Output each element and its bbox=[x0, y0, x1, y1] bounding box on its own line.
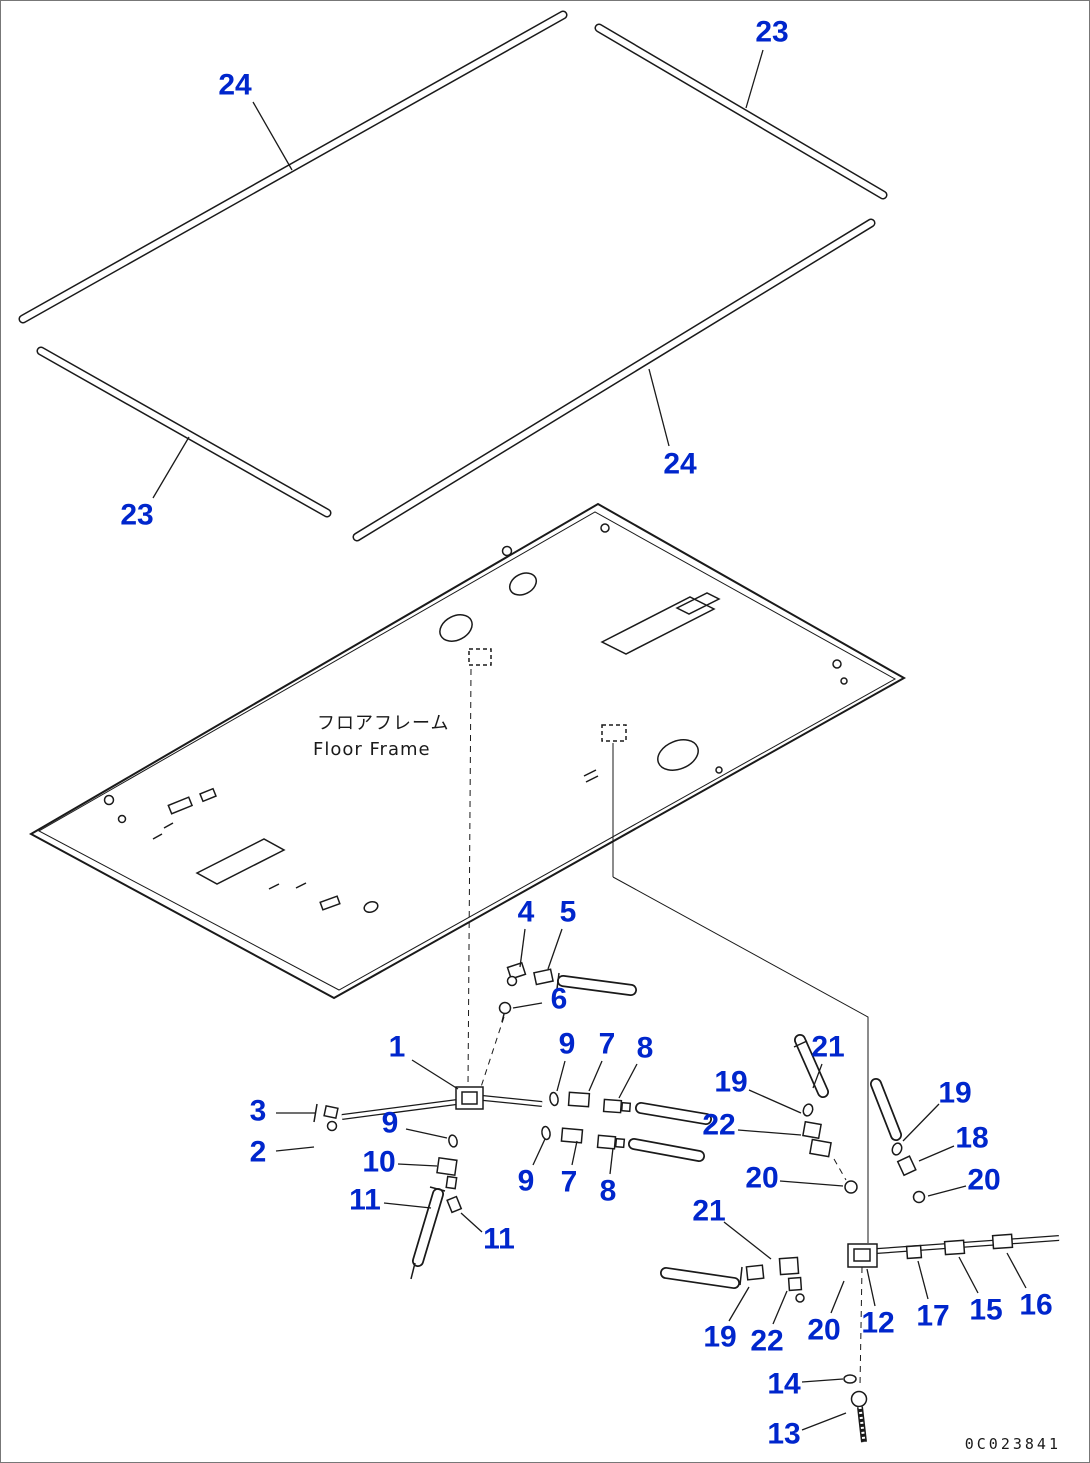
leader-line-17 bbox=[917, 1260, 929, 1300]
leader-line-19 bbox=[902, 1103, 940, 1142]
callout-1: 1 bbox=[389, 1031, 406, 1064]
drawing-number: 0C023841 bbox=[965, 1435, 1061, 1453]
callout-19: 19 bbox=[938, 1077, 971, 1110]
fitting-group-bottom bbox=[660, 1233, 1060, 1443]
leader-line-7 bbox=[588, 1060, 603, 1092]
leader-line-11 bbox=[383, 1202, 432, 1209]
callout-21: 21 bbox=[811, 1031, 844, 1064]
floor-frame-label-jp: フロアフレーム bbox=[317, 713, 449, 734]
seal-strip-23-left bbox=[36, 346, 332, 518]
leader-line-8 bbox=[609, 1147, 614, 1175]
leader-line-22 bbox=[772, 1290, 788, 1325]
seal-strip-24-rear bbox=[352, 218, 876, 542]
callout-12: 12 bbox=[861, 1307, 894, 1340]
callout-9: 9 bbox=[559, 1028, 576, 1061]
callout-6: 6 bbox=[551, 983, 568, 1016]
leader-line-12 bbox=[866, 1268, 876, 1307]
leader-line-19 bbox=[748, 1089, 802, 1114]
leader-line-24 bbox=[252, 101, 293, 171]
seal-strip-23-right bbox=[594, 23, 888, 200]
callout-18: 18 bbox=[955, 1122, 988, 1155]
callout-3: 3 bbox=[250, 1095, 267, 1128]
callout-9: 9 bbox=[518, 1165, 535, 1198]
callout-9: 9 bbox=[382, 1107, 399, 1140]
leader-line-21 bbox=[812, 1063, 823, 1089]
callout-15: 15 bbox=[969, 1294, 1002, 1327]
callout-17: 17 bbox=[916, 1300, 949, 1333]
callout-14: 14 bbox=[767, 1368, 801, 1401]
callout-19: 19 bbox=[703, 1321, 736, 1354]
callout-leader-lines bbox=[152, 49, 1027, 1431]
callout-19: 19 bbox=[714, 1066, 747, 1099]
leader-line-22 bbox=[737, 1129, 802, 1136]
callout-11: 11 bbox=[349, 1184, 381, 1217]
callout-10: 10 bbox=[362, 1146, 395, 1179]
assembly-connection-lines bbox=[467, 668, 869, 1387]
callout-16: 16 bbox=[1019, 1289, 1052, 1322]
callout-23: 23 bbox=[755, 16, 788, 49]
leader-line-20 bbox=[779, 1180, 844, 1187]
leader-line-15 bbox=[958, 1256, 979, 1294]
callout-20: 20 bbox=[745, 1162, 778, 1195]
leader-line-10 bbox=[397, 1163, 438, 1167]
callout-24: 24 bbox=[218, 69, 252, 102]
leader-line-9 bbox=[556, 1060, 566, 1092]
leader-line-11 bbox=[460, 1212, 483, 1233]
leader-line-13 bbox=[801, 1412, 847, 1431]
leader-line-20 bbox=[830, 1280, 845, 1314]
callout-8: 8 bbox=[637, 1032, 654, 1065]
leader-line-14 bbox=[801, 1378, 844, 1383]
leader-line-4 bbox=[519, 928, 526, 968]
callout-2: 2 bbox=[250, 1136, 267, 1169]
leader-line-23 bbox=[745, 49, 764, 109]
leader-line-2 bbox=[275, 1146, 315, 1152]
floor-frame-panel bbox=[28, 502, 907, 1000]
leader-line-23 bbox=[152, 436, 190, 499]
fitting-group-right bbox=[793, 1034, 926, 1204]
fitting-group-center bbox=[313, 961, 712, 1280]
seal-strip-24-front bbox=[18, 10, 568, 324]
leader-line-7 bbox=[571, 1140, 578, 1166]
leader-line-1 bbox=[411, 1059, 459, 1090]
callout-5: 5 bbox=[560, 896, 577, 929]
callout-8: 8 bbox=[600, 1175, 617, 1208]
callout-11: 11 bbox=[483, 1223, 515, 1256]
leader-line-6 bbox=[512, 1002, 543, 1009]
leader-line-18 bbox=[918, 1145, 955, 1162]
callout-20: 20 bbox=[807, 1314, 840, 1347]
callout-22: 22 bbox=[750, 1325, 783, 1358]
leader-line-20 bbox=[927, 1185, 967, 1197]
leader-line-5 bbox=[547, 928, 563, 970]
leader-line-9 bbox=[532, 1138, 546, 1166]
leader-line-24 bbox=[648, 368, 670, 447]
callout-20: 20 bbox=[967, 1164, 1000, 1197]
leader-line-9 bbox=[405, 1128, 448, 1139]
callout-13: 13 bbox=[767, 1418, 800, 1451]
callout-7: 7 bbox=[561, 1166, 578, 1199]
callout-21: 21 bbox=[692, 1195, 725, 1228]
floor-frame-label-en: Floor Frame bbox=[313, 739, 431, 760]
callout-24: 24 bbox=[663, 448, 697, 481]
callout-7: 7 bbox=[599, 1028, 616, 1061]
leader-line-19 bbox=[728, 1286, 750, 1322]
callout-22: 22 bbox=[702, 1109, 735, 1142]
leader-line-16 bbox=[1006, 1252, 1027, 1289]
callout-4: 4 bbox=[518, 896, 535, 929]
callout-23: 23 bbox=[120, 499, 153, 532]
leader-line-8 bbox=[618, 1063, 638, 1099]
leader-line-21 bbox=[723, 1221, 772, 1260]
